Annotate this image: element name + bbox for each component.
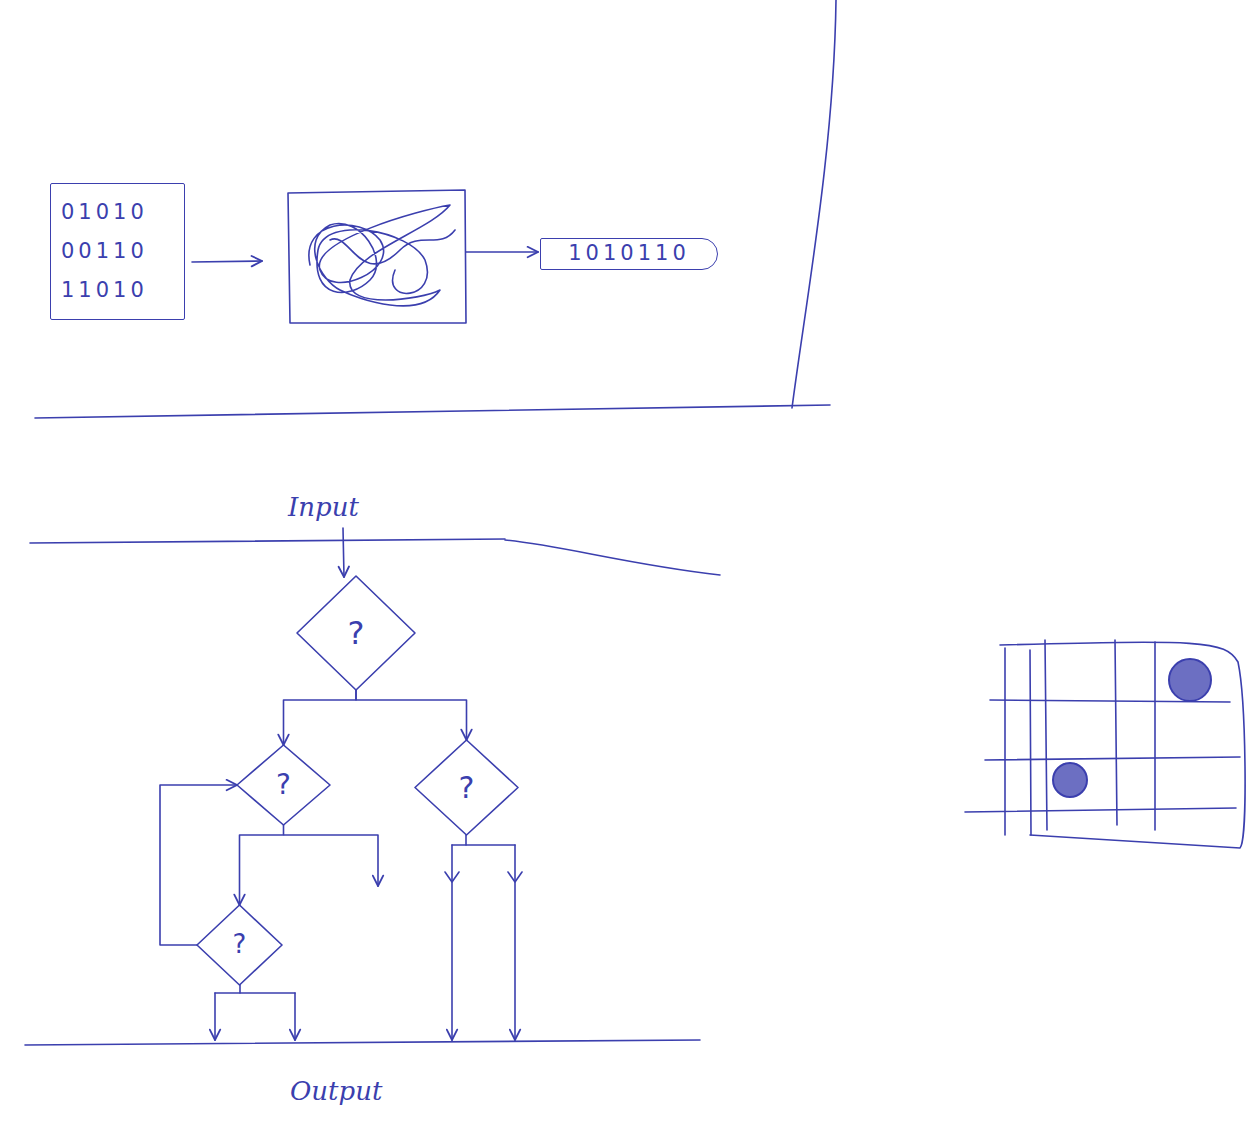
flow-label: Output (290, 1076, 382, 1106)
text-group: 01010 00110 11010 (51, 184, 184, 319)
panel-border (35, 405, 830, 418)
flow-connector (284, 690, 357, 745)
flow-arrow (284, 835, 378, 886)
band-line (30, 539, 505, 543)
scribble (330, 230, 455, 264)
flow-connector (356, 690, 467, 740)
arrow-head (508, 872, 522, 882)
decision-diamond: ? (197, 905, 282, 985)
output-box: 1010110 (540, 238, 718, 270)
data-table-box: 01010 00110 11010 (50, 183, 185, 320)
flow-line (239, 985, 241, 993)
flow-arrow (343, 528, 344, 577)
binary-text: 11010 (61, 278, 148, 303)
text-group: ? (297, 576, 415, 690)
flow-arrow (466, 251, 538, 253)
process-box (288, 190, 466, 323)
grid-line (1154, 642, 1156, 830)
game-piece (1169, 659, 1211, 701)
decision-diamond: ? (237, 745, 330, 825)
grid-line (965, 808, 1236, 812)
question-mark: ? (233, 929, 247, 960)
text-group: 1010110 (541, 239, 717, 269)
flow-arrow (192, 261, 262, 262)
panel-border (792, 0, 836, 408)
scribble (309, 205, 450, 306)
diamond-shape (297, 576, 415, 690)
band-line (505, 540, 720, 575)
binary-text: 01010 (61, 200, 148, 225)
grid-line (1004, 648, 1006, 835)
diamond-shape (415, 740, 518, 835)
flow-line (465, 835, 467, 845)
layout-ink (25, 0, 1245, 1045)
flow-line (215, 992, 295, 994)
binary-text: 1010110 (568, 241, 690, 266)
flow-label: Input (288, 492, 359, 522)
flow-arrow (214, 993, 216, 1040)
question-mark: ? (459, 770, 475, 806)
diamond-shape (237, 745, 330, 825)
arrow-head (445, 872, 459, 882)
grid-line (1115, 640, 1117, 825)
question-mark: ? (348, 614, 365, 652)
grid-line (1045, 640, 1047, 830)
flow-arrow (514, 845, 516, 1040)
grid-line (1030, 650, 1031, 835)
flow-arrow (451, 845, 453, 1040)
text-group: ? (197, 905, 282, 985)
binary-text: 00110 (61, 239, 148, 264)
band-line (25, 1040, 700, 1045)
grid-frame (1000, 642, 1245, 848)
text-group: ? (415, 740, 518, 835)
game-piece (1053, 763, 1087, 797)
question-mark: ? (276, 768, 291, 802)
decision-diamond: ? (415, 740, 518, 835)
decision-diamond: ? (297, 576, 415, 690)
text-group: ? (237, 745, 330, 825)
connectors (160, 690, 467, 945)
grid-line (985, 757, 1240, 760)
flow-connector (160, 785, 237, 945)
diamond-shape (197, 905, 282, 985)
flow-arrow (294, 993, 296, 1040)
flow-connector (240, 825, 284, 905)
game-pieces (1053, 659, 1211, 797)
flow-line (452, 844, 515, 846)
